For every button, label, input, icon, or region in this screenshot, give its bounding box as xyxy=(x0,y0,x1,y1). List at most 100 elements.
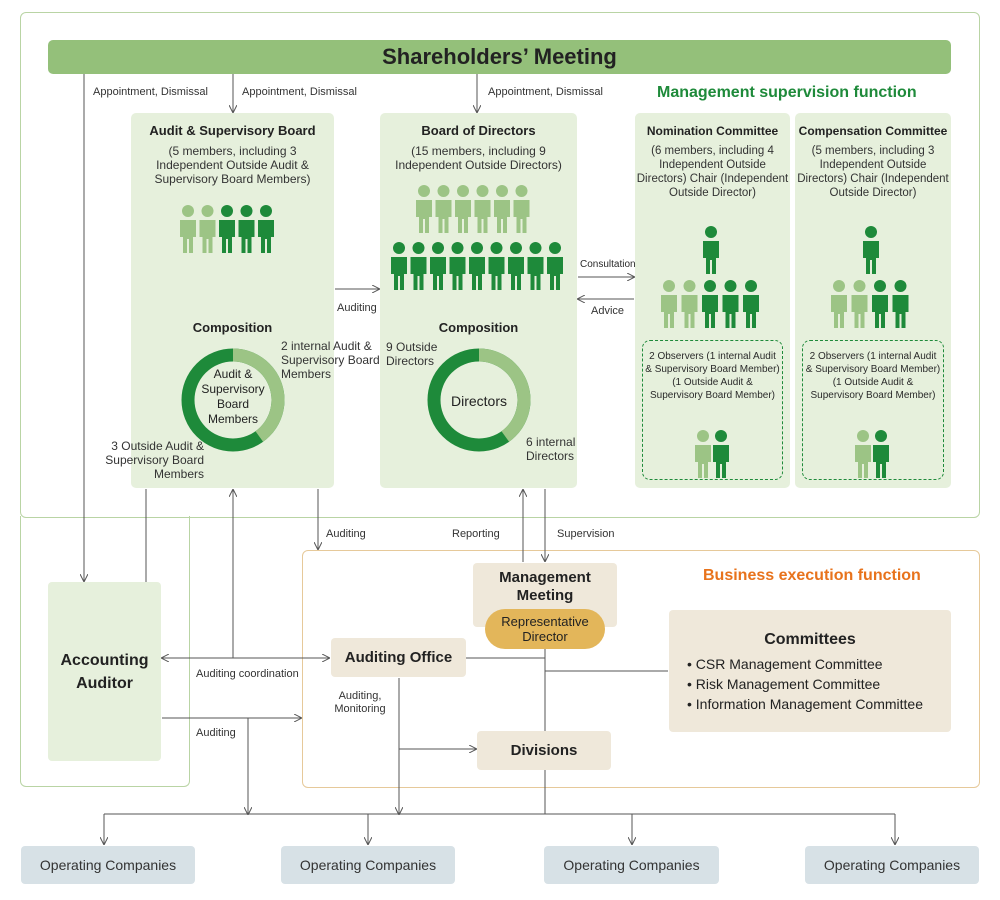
shareholders-meeting: Shareholders’ Meeting xyxy=(48,40,951,74)
person-icon xyxy=(488,242,504,290)
person-icon xyxy=(454,185,471,233)
accounting-auditor: Accounting Auditor xyxy=(48,582,161,761)
person-icon xyxy=(449,242,465,290)
person-icon xyxy=(873,430,889,478)
board-donut-center-label: Directors xyxy=(450,393,507,409)
person-icon xyxy=(681,280,698,328)
board-title: Board of Directors xyxy=(421,123,536,138)
board-donut-chart xyxy=(427,348,531,452)
board-outside-label: 9 Outside Directors xyxy=(386,340,438,368)
donut-segment-internal xyxy=(181,348,285,452)
donut-segment-outside xyxy=(427,348,531,452)
operating-companies-label: Operating Companies xyxy=(823,857,961,873)
auditing-office-label: Auditing Office xyxy=(344,649,453,666)
representative-director-label: Representative Director xyxy=(501,614,589,644)
auditing-coordination-label: Auditing coordination xyxy=(196,668,299,680)
execution-frame xyxy=(302,550,980,788)
committees-box: Committees • CSR Management Committee • … xyxy=(669,610,951,732)
person-icon xyxy=(415,185,432,233)
person-icon xyxy=(513,185,529,233)
compensation-title: Compensation Committee xyxy=(798,124,948,138)
audit-donut-center-label: Audit & Supervisory Board Members xyxy=(201,367,265,426)
divisions: Divisions xyxy=(477,731,611,770)
committees-list: • CSR Management Committee • Risk Manage… xyxy=(687,654,951,714)
consultation-label: Consultation xyxy=(580,259,636,270)
compensation-desc: (5 members, including 3 Independent Outs… xyxy=(797,145,949,199)
person-icon xyxy=(831,280,847,328)
chair-person-icon xyxy=(703,226,719,274)
person-icon xyxy=(661,280,677,328)
nomination-observers-text: 2 Observers (1 internal Audit & Supervis… xyxy=(645,351,780,401)
person-icon xyxy=(238,205,254,253)
person-icon xyxy=(257,205,274,253)
person-icon xyxy=(892,280,909,328)
compensation-committee: Compensation Committee (5 members, inclu… xyxy=(795,113,951,488)
audit-board-title: Audit & Supervisory Board xyxy=(149,123,316,138)
committees-title: Committees xyxy=(764,631,856,648)
audit-board-desc: (5 members, including 3 Independent Outs… xyxy=(154,144,311,186)
audit-board-donut xyxy=(181,348,285,452)
operating-companies-label: Operating Companies xyxy=(39,857,177,873)
person-icon xyxy=(863,226,879,274)
auditing-monitoring-label: Auditing, Monitoring xyxy=(334,690,386,715)
chair-person-icon xyxy=(863,226,879,274)
board-donut xyxy=(427,348,531,452)
board-composition: Composition xyxy=(438,320,519,335)
person-icon xyxy=(435,185,451,233)
board-desc: (15 members, including 9 Independent Out… xyxy=(395,144,562,172)
person-icon xyxy=(713,430,729,478)
nomination-desc: (6 members, including 4 Independent Outs… xyxy=(636,145,789,199)
supervision-label: Supervision xyxy=(557,528,615,540)
committee-item: • CSR Management Committee xyxy=(687,656,883,672)
person-icon xyxy=(390,242,407,290)
person-icon xyxy=(493,185,510,233)
supervision-frame-lower xyxy=(20,516,190,787)
people-icon xyxy=(661,280,759,328)
supervision-function-label: Management supervision function xyxy=(657,84,917,101)
person-icon xyxy=(218,205,235,253)
people-icon xyxy=(390,242,563,290)
person-icon xyxy=(474,185,490,233)
auditing-label-3: Auditing xyxy=(196,727,236,739)
people-icon xyxy=(415,185,529,233)
audit-board-composition: Composition xyxy=(192,320,273,335)
audit-supervisory-board: Audit & Supervisory Board (5 members, in… xyxy=(131,113,334,488)
person-icon xyxy=(855,430,871,478)
execution-function-label: Business execution function xyxy=(703,567,921,584)
board-of-directors: Board of Directors (15 members, includin… xyxy=(380,113,577,488)
reporting-label: Reporting xyxy=(452,528,500,540)
appointment-left-label: Appointment, Dismissal xyxy=(93,86,208,98)
people-icon xyxy=(831,280,909,328)
operating-companies-4: Operating Companies xyxy=(805,846,979,884)
appointment-mid-label: Appointment, Dismissal xyxy=(242,86,357,98)
person-icon xyxy=(872,280,888,328)
management-meeting-label: Management Meeting xyxy=(499,569,591,604)
shareholders-meeting-label: Shareholders’ Meeting xyxy=(382,44,617,69)
committee-item: • Risk Management Committee xyxy=(687,676,881,692)
person-icon xyxy=(429,242,446,290)
nomination-committee: Nomination Committee (6 members, includi… xyxy=(635,113,790,488)
person-icon xyxy=(702,280,718,328)
people-icon xyxy=(179,205,274,253)
audit-outside-label: 3 Outside Audit & Supervisory Board Memb… xyxy=(105,439,204,481)
supervision-frame xyxy=(20,12,980,518)
person-icon xyxy=(851,280,868,328)
audit-internal-label: 2 internal Audit & Supervisory Board Mem… xyxy=(281,339,380,381)
appointment-right-label: Appointment, Dismissal xyxy=(488,86,603,98)
compensation-observers-box: 2 Observers (1 internal Audit & Supervis… xyxy=(802,340,944,480)
representative-director: Representative Director xyxy=(485,609,605,649)
committee-item: • Information Management Committee xyxy=(687,696,924,712)
person-icon xyxy=(468,242,485,290)
person-icon xyxy=(703,226,719,274)
operating-companies-1: Operating Companies xyxy=(21,846,195,884)
board-internal-label: 6 internal Directors xyxy=(526,435,576,463)
operating-companies-3: Operating Companies xyxy=(544,846,719,884)
person-icon xyxy=(199,205,215,253)
person-icon xyxy=(179,205,196,253)
audit-board-donut-chart xyxy=(181,348,285,452)
auditing-label-2: Auditing xyxy=(326,528,366,540)
operating-companies-label: Operating Companies xyxy=(299,857,437,873)
board-members-icons xyxy=(380,184,577,298)
operating-companies-2: Operating Companies xyxy=(281,846,455,884)
